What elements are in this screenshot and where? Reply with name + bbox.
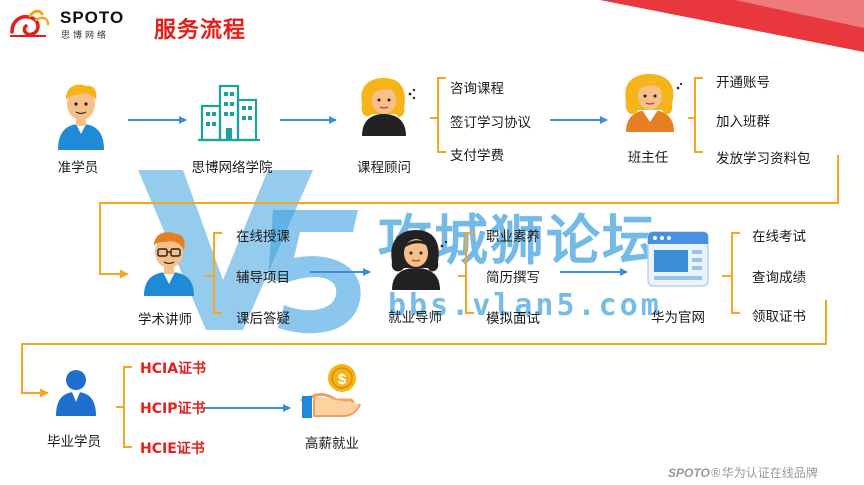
- head-teacher-step-3: 发放学习资料包: [716, 151, 811, 167]
- node-head-teacher-label: 班主任: [627, 150, 669, 166]
- graduate-user-icon: [56, 370, 96, 416]
- head-teacher-avatar-icon: [625, 74, 683, 132]
- consultant-avatar-icon: [361, 78, 416, 136]
- consultant-step-3: 支付学费: [450, 148, 504, 164]
- footer-brand-name: SPOTO: [668, 466, 710, 480]
- lecturer-step-2: 辅导项目: [236, 270, 290, 286]
- svg-text:$: $: [338, 371, 347, 388]
- mentor-step-2: 简历撰写: [486, 270, 540, 286]
- cert-hcip: HCIP证书: [140, 401, 206, 417]
- salary-coin-icon: $: [300, 364, 361, 418]
- node-lecturer-label: 学术讲师: [138, 312, 192, 328]
- huawei-step-1: 在线考试: [752, 229, 806, 245]
- node-huawei-site-label: 华为官网: [651, 310, 705, 326]
- spoto-logo-icon: [10, 9, 50, 37]
- website-browser-icon: [647, 231, 709, 287]
- cert-hcie: HCIE证书: [140, 441, 205, 457]
- head-teacher-step-2: 加入班群: [716, 114, 770, 130]
- footer-brand: SPOTO®华为认证在线品牌: [668, 464, 818, 481]
- node-career-mentor-label: 就业导师: [388, 310, 442, 326]
- lecturer-avatar-icon: [144, 232, 194, 296]
- student-avatar-icon: [58, 84, 104, 150]
- building-icon: [198, 84, 260, 142]
- mentor-step-1: 职业素养: [486, 229, 540, 245]
- huawei-step-3: 领取证书: [752, 309, 806, 325]
- node-academy-label: 思博网络学院: [191, 160, 273, 176]
- page-title: 服务流程: [154, 18, 247, 43]
- consultant-step-1: 咨询课程: [450, 81, 504, 97]
- node-prospect-label: 准学员: [57, 160, 99, 176]
- head-teacher-step-1: 开通账号: [716, 75, 770, 91]
- node-consultant-label: 课程顾问: [357, 160, 411, 176]
- logo-text: SPOTO: [60, 8, 125, 27]
- lecturer-step-3: 课后答疑: [236, 311, 290, 327]
- logo-subtext: 思博网络: [61, 31, 110, 41]
- mentor-step-3: 模拟面试: [486, 311, 540, 327]
- node-job-label: 高薪就业: [305, 436, 359, 452]
- cert-hcia: HCIA证书: [140, 361, 207, 377]
- consultant-step-2: 签订学习协议: [450, 115, 531, 131]
- watermark-url: bbs.vlan5.com: [388, 288, 662, 323]
- career-mentor-avatar-icon: [391, 230, 448, 290]
- lecturer-step-1: 在线授课: [236, 229, 290, 245]
- footer-brand-text: ®华为认证在线品牌: [709, 466, 818, 480]
- node-graduate-label: 毕业学员: [47, 434, 101, 450]
- huawei-step-2: 查询成绩: [752, 270, 806, 286]
